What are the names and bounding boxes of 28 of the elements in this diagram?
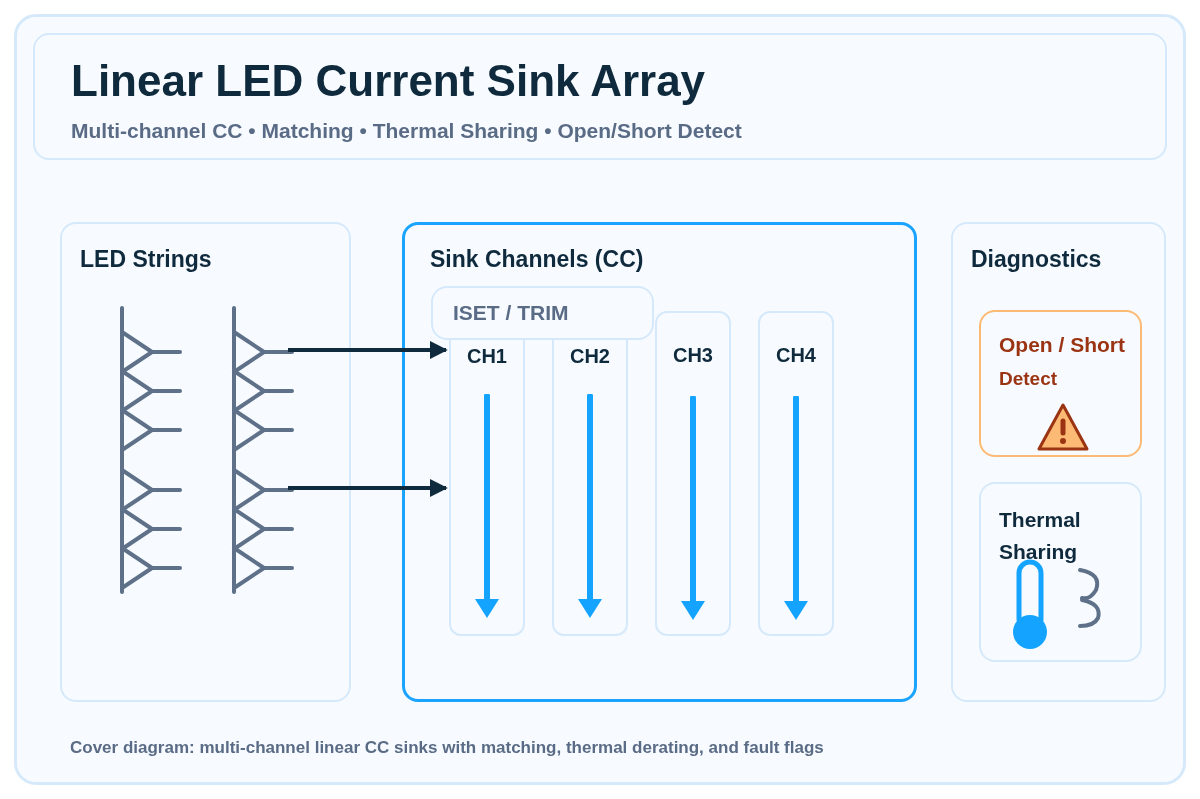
arrow <box>288 479 448 497</box>
fault-box <box>979 310 1142 457</box>
channel-label: CH1 <box>467 345 507 367</box>
title: Linear LED Current Sink Array <box>71 55 707 107</box>
panel-title: Sink Channels (CC) <box>430 246 644 272</box>
box-label: ISET / TRIM <box>453 300 569 327</box>
led-string-drawing <box>118 304 184 596</box>
box-label: Thermal Sharing <box>999 508 1081 563</box>
box-label: Open / Short <box>999 333 1125 356</box>
channel-box <box>449 340 525 636</box>
channel-label: CH3 <box>673 344 713 366</box>
channel-box <box>758 311 834 636</box>
channel-label: CH4 <box>776 344 816 366</box>
channel-box <box>552 340 628 636</box>
channel-box <box>655 311 731 636</box>
caption: Cover diagram: multi-channel linear CC sinks with matching, thermal derating, and fault flags <box>70 737 824 759</box>
panel <box>60 222 351 702</box>
panel <box>402 222 917 702</box>
channel-label: CH2 <box>570 345 610 367</box>
panel <box>951 222 1166 702</box>
arrow <box>288 341 448 359</box>
box-label: Detect <box>999 367 1059 391</box>
panel-title: Diagnostics <box>971 246 1102 272</box>
setting-box <box>431 286 654 340</box>
led-string-drawing <box>230 304 294 596</box>
thermal-box <box>979 482 1142 662</box>
subtitle: Multi-channel CC • Matching • Thermal Sharing • Open/Short Detect <box>71 118 743 144</box>
panel-title: LED Strings <box>80 246 212 272</box>
